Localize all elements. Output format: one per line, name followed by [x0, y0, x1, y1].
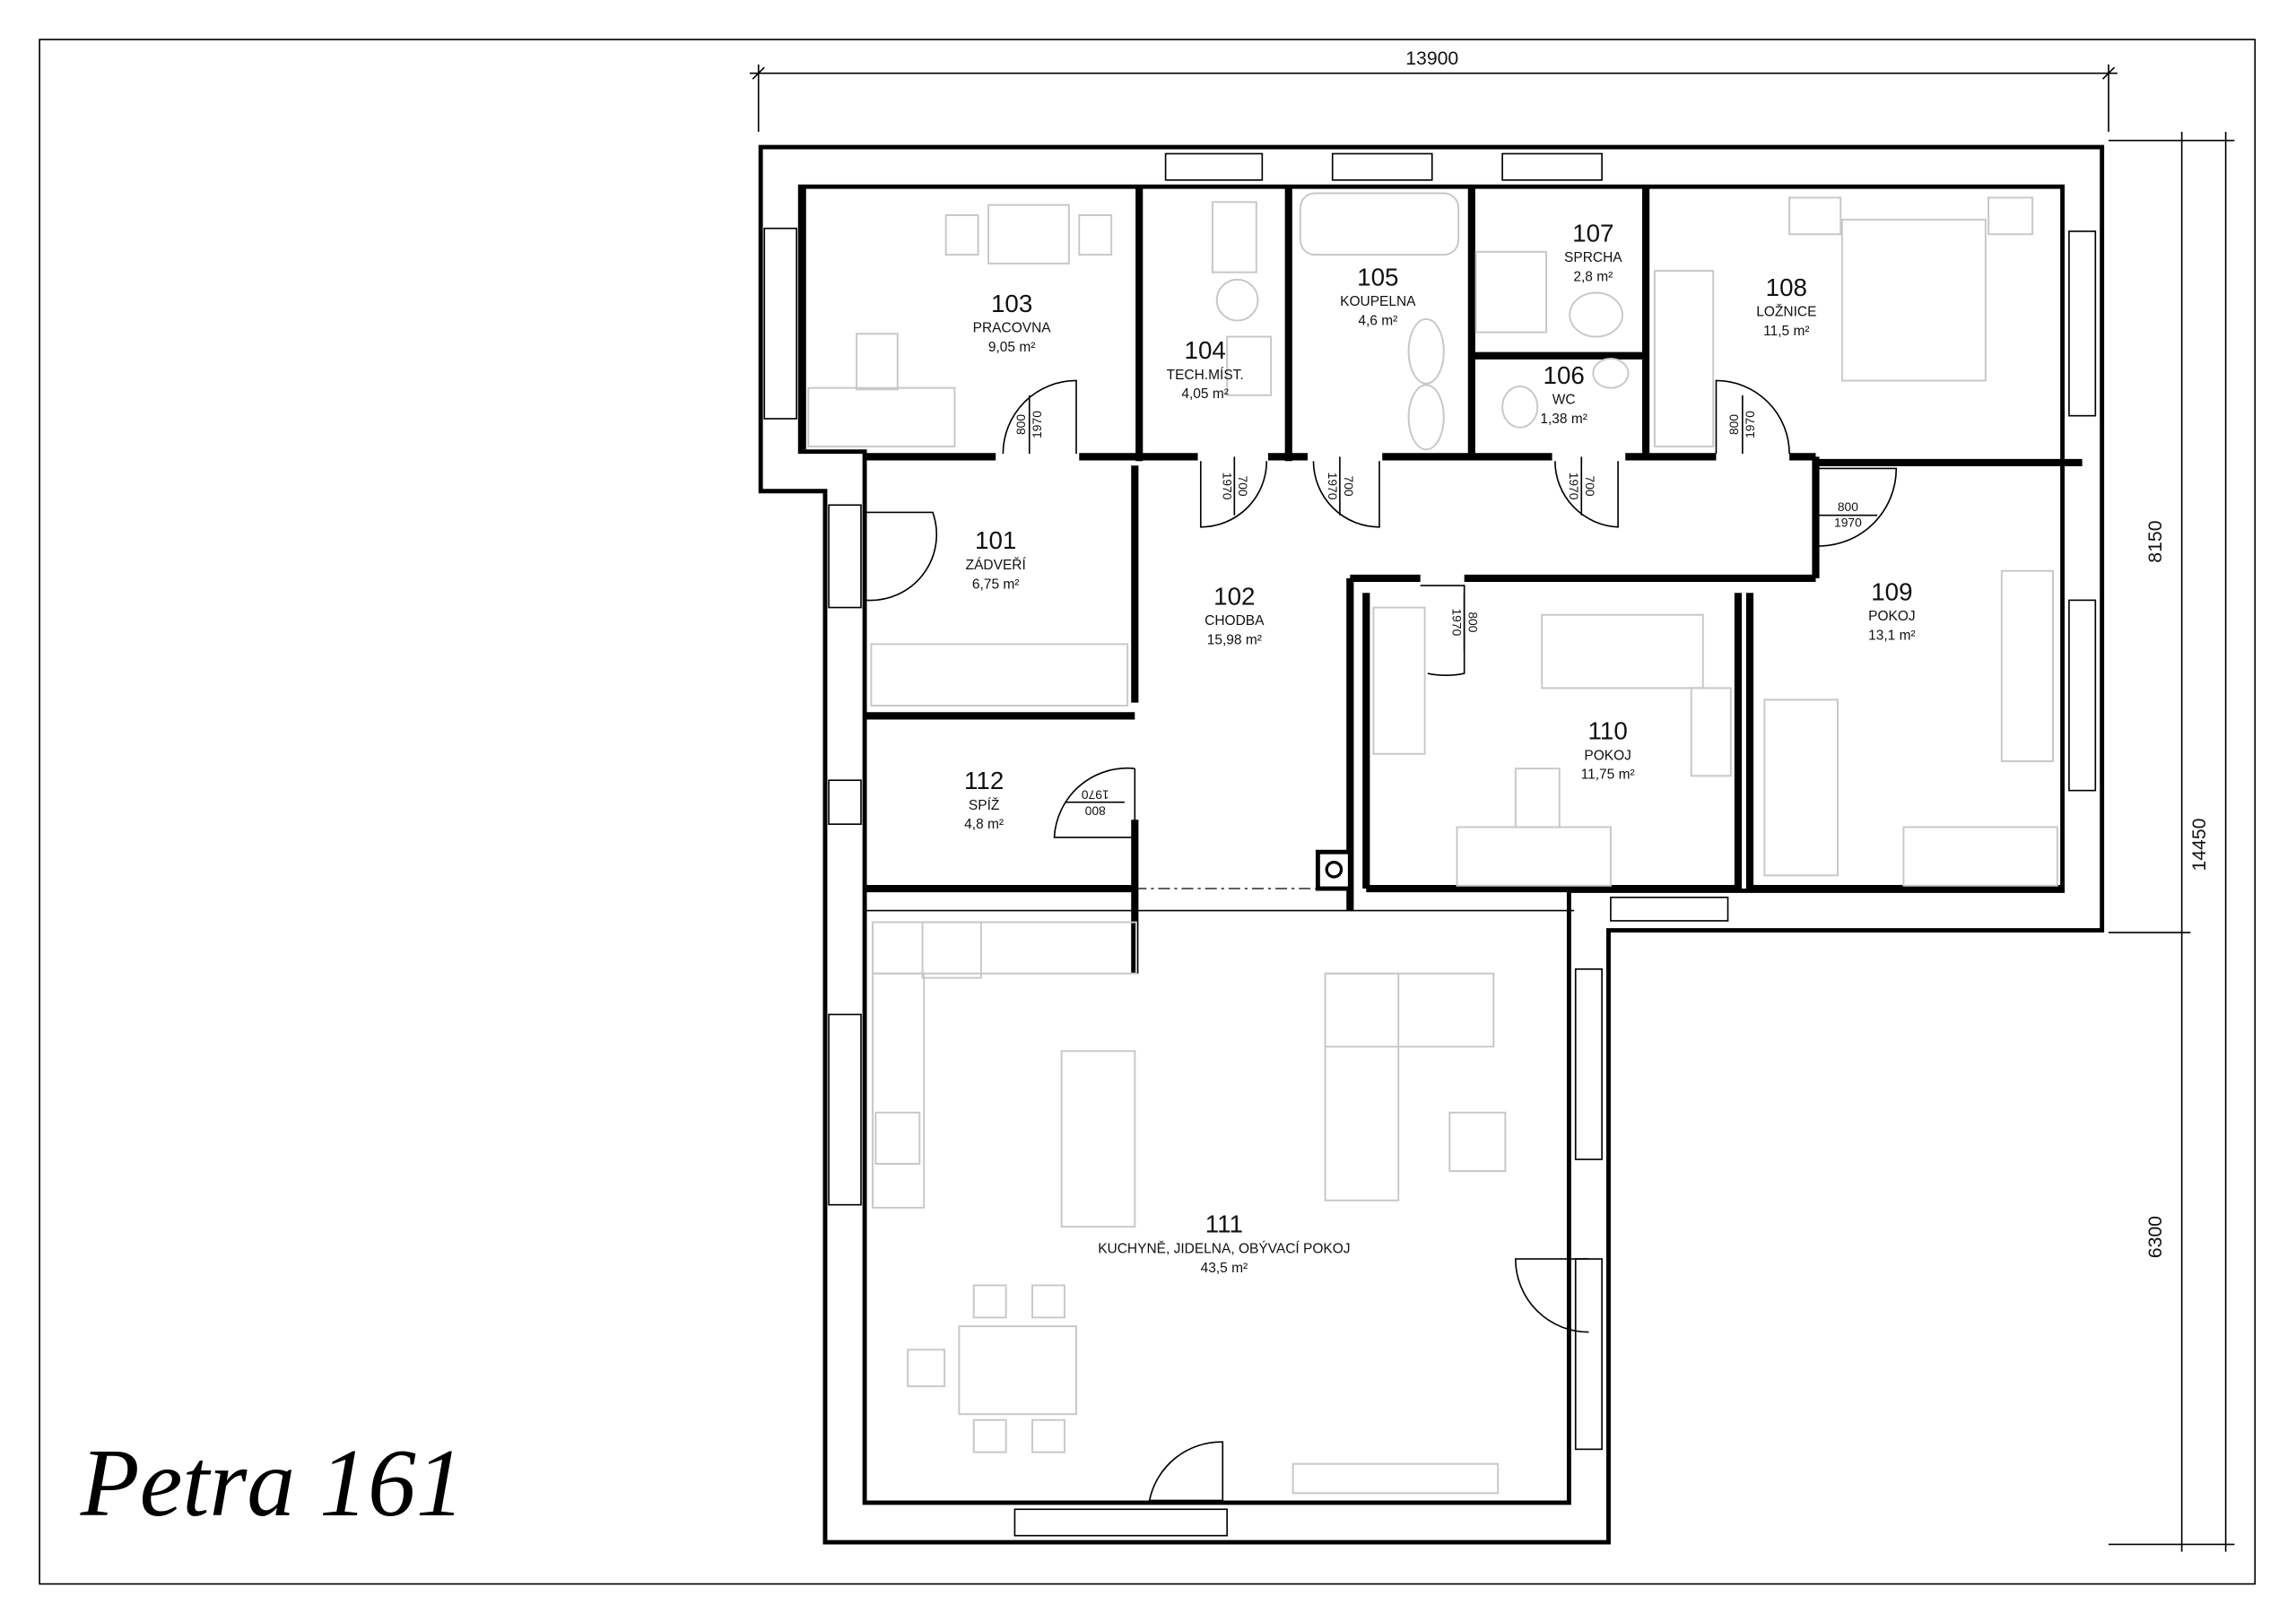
- dimension-depth-total: 14450: [2189, 819, 2210, 872]
- door-width: 700: [1583, 475, 1597, 496]
- room-name: SPÍŽ: [969, 798, 999, 813]
- door-dimension: 800 1970: [1818, 499, 1878, 530]
- interior-walls: [798, 186, 2083, 974]
- room-name: KUCHYNĚ, JIDELNA, OBÝVACÍ POKOJ: [1098, 1242, 1350, 1257]
- room-name: PRACOVNA: [973, 321, 1052, 336]
- door-width: 800: [1726, 414, 1741, 435]
- outer-walls: [758, 144, 2105, 1545]
- room-name: LOŽNICE: [1756, 305, 1816, 320]
- door-width: 800: [1838, 499, 1858, 514]
- room-area: 11,5 m²: [1763, 324, 1809, 339]
- room-number: 108: [1766, 273, 1807, 301]
- door-swings: [866, 379, 1898, 1502]
- door-dimension: 800 1970: [1065, 788, 1125, 819]
- door-height: 1970: [1450, 608, 1465, 636]
- door-height: 1970: [1743, 411, 1757, 438]
- room-number: 103: [991, 290, 1032, 317]
- door-height: 1970: [1326, 473, 1340, 500]
- room-number: 101: [975, 526, 1016, 554]
- windows: [763, 152, 2097, 1537]
- room-name: POKOJ: [1584, 748, 1631, 763]
- door-width: 800: [1084, 804, 1105, 819]
- room-number: 110: [1588, 716, 1628, 744]
- room-number: 111: [1205, 1210, 1243, 1238]
- project-title: Petra 161: [80, 1430, 465, 1537]
- room-area: 43,5 m²: [1201, 1261, 1248, 1276]
- dimension-depth-upper: 8150: [2145, 520, 2166, 562]
- room-area: 4,05 m²: [1181, 386, 1229, 402]
- door-height: 1970: [1220, 473, 1234, 500]
- door-width: 700: [1342, 475, 1356, 496]
- room-area: 2,8 m²: [1573, 269, 1613, 284]
- room-name: CHODBA: [1205, 613, 1265, 629]
- room-area: 1,38 m²: [1540, 412, 1587, 427]
- room-name: SPRCHA: [1564, 250, 1622, 265]
- room-number: 105: [1357, 263, 1398, 291]
- furniture: [807, 192, 2058, 1495]
- room-number: 106: [1544, 361, 1585, 389]
- door-height: 1970: [1082, 788, 1109, 802]
- room-number: 107: [1572, 219, 1613, 247]
- door-width: 800: [1466, 612, 1481, 632]
- room-area: 4,8 m²: [964, 817, 1004, 832]
- door-width: 800: [1013, 414, 1028, 435]
- door-height: 1970: [1567, 473, 1581, 500]
- room-area: 15,98 m²: [1207, 632, 1262, 647]
- room-area: 9,05 m²: [988, 340, 1036, 355]
- room-name: POKOJ: [1868, 609, 1916, 624]
- page-border: [39, 39, 2257, 1585]
- room-area: 4,6 m²: [1358, 313, 1397, 328]
- room-name: WC: [1552, 393, 1576, 408]
- room-name: ZÁDVEŘÍ: [966, 558, 1027, 573]
- dimension-depth-lower: 6300: [2145, 1216, 2166, 1258]
- room-name: TECH.MÍST.: [1167, 368, 1244, 383]
- dimension-lines: [749, 64, 2235, 1552]
- door-height: 1970: [1030, 411, 1044, 438]
- door-height: 1970: [1834, 516, 1862, 530]
- room-number: 112: [964, 767, 1004, 794]
- room-area: 13,1 m²: [1868, 628, 1916, 643]
- room-name: KOUPELNA: [1340, 294, 1416, 309]
- room-number: 102: [1213, 582, 1255, 610]
- room-number: 104: [1185, 336, 1226, 364]
- door-width: 700: [1236, 475, 1250, 496]
- room-area: 6,75 m²: [972, 577, 1020, 592]
- room-area: 11,75 m²: [1581, 768, 1635, 783]
- dimension-width-total: 13900: [1405, 48, 1458, 69]
- room-number: 109: [1871, 577, 1912, 605]
